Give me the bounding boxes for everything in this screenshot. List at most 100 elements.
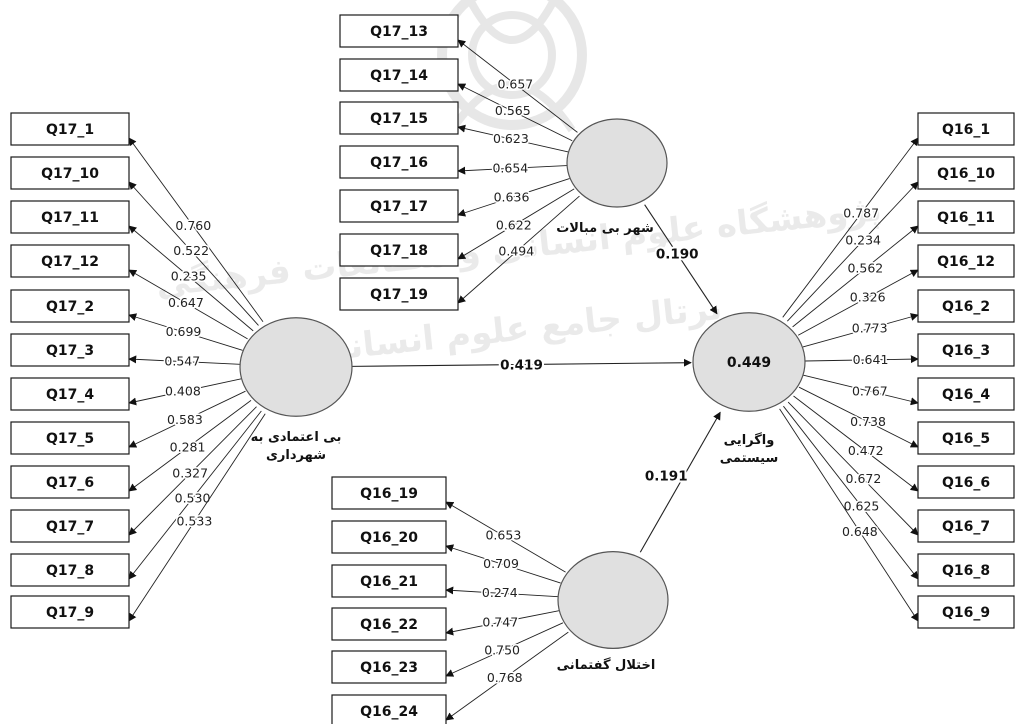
path-city-divergence-arrow xyxy=(644,204,718,315)
latent-distrust-municipality-circle xyxy=(239,317,353,417)
watermark: پژوهشگاه علوم انسانی و مطالعات فرهنگی پر… xyxy=(154,0,884,370)
indicator-q17-5: Q17_5 xyxy=(10,421,130,455)
indicator-box xyxy=(917,509,1015,543)
indicator-box xyxy=(331,607,447,641)
indicator-box xyxy=(10,333,130,367)
loading-label: 0.709 xyxy=(483,556,519,571)
indicator-box xyxy=(10,377,130,411)
indicator-q16-6: Q16_6 xyxy=(917,465,1015,499)
indicator-q16-11: Q16_11 xyxy=(917,200,1015,234)
loading-arrow xyxy=(128,400,252,492)
loading-arrow xyxy=(783,405,919,580)
path-discourse-divergence-coefficient: 0.191 xyxy=(645,468,688,484)
latent-system-divergence-circle xyxy=(692,312,806,412)
loading-label: 0.641 xyxy=(853,352,889,367)
indicator-q16-20: Q16_20 xyxy=(331,520,447,554)
loading-label: 0.281 xyxy=(170,440,206,455)
indicator-box xyxy=(917,595,1015,629)
loading-arrows: 0.7600.5220.2350.6470.6990.5470.4080.583… xyxy=(128,39,919,721)
indicator-label: Q17_11 xyxy=(41,210,99,226)
indicator-box xyxy=(917,553,1015,587)
indicator-box xyxy=(339,101,459,135)
indicator-label: Q17_17 xyxy=(370,199,428,215)
indicator-box xyxy=(917,200,1015,234)
indicator-q17-3: Q17_3 xyxy=(10,333,130,367)
latent-city-indifference: شهر بی مبالات xyxy=(556,118,668,236)
indicator-label: Q17_15 xyxy=(370,111,428,127)
path-distrust-divergence-arrow xyxy=(351,358,692,367)
indicator-box xyxy=(331,650,447,684)
indicator-label: Q16_3 xyxy=(942,343,990,359)
indicator-q16-2: Q16_2 xyxy=(917,289,1015,323)
indicator-box xyxy=(10,595,130,629)
latent-discourse-disorder-circle xyxy=(557,550,669,649)
latent-city-indifference-label: شهر بی مبالات xyxy=(556,221,654,236)
indicator-label: Q16_22 xyxy=(360,617,418,633)
indicator-box xyxy=(339,58,459,92)
loading-arrow xyxy=(128,378,242,406)
indicator-boxes: Q17_1Q17_10Q17_11Q17_12Q17_2Q17_3Q17_4Q1… xyxy=(10,14,1015,724)
indicator-box xyxy=(339,233,459,267)
path-discourse-divergence-arrow xyxy=(639,411,721,553)
loading-arrow xyxy=(793,395,919,492)
loading-arrow xyxy=(445,622,564,677)
loading-arrow xyxy=(445,544,561,584)
latent-discourse-disorder-label: اختلال گفتمانی xyxy=(557,657,656,673)
loading-label: 0.738 xyxy=(850,414,886,429)
loading-label: 0.760 xyxy=(175,218,211,233)
loading-arrow xyxy=(457,39,578,133)
indicator-box xyxy=(339,14,459,48)
indicator-q17-2: Q17_2 xyxy=(10,289,130,323)
loading-arrow xyxy=(457,195,580,304)
indicator-box xyxy=(10,244,130,278)
loading-label: 0.657 xyxy=(497,76,533,91)
latent-distrust-municipality-label: شهرداری xyxy=(266,448,326,463)
loading-label: 0.636 xyxy=(494,190,530,205)
indicator-q17-9: Q17_9 xyxy=(10,595,130,629)
indicator-box xyxy=(917,465,1015,499)
loading-label: 0.235 xyxy=(171,268,207,283)
loading-label: 0.654 xyxy=(492,160,528,175)
loading-label: 0.547 xyxy=(164,354,200,369)
indicator-box xyxy=(331,564,447,598)
loading-label: 0.565 xyxy=(495,103,531,118)
indicator-label: Q16_10 xyxy=(937,166,995,182)
indicator-label: Q16_8 xyxy=(942,563,990,579)
indicator-box xyxy=(917,156,1015,190)
loading-arrow xyxy=(457,83,573,142)
loading-arrow xyxy=(797,269,919,336)
indicator-label: Q17_14 xyxy=(370,68,428,84)
loading-arrow xyxy=(128,313,243,351)
indicator-q17-6: Q17_6 xyxy=(10,465,130,499)
loading-label: 0.623 xyxy=(493,131,529,146)
loading-label: 0.274 xyxy=(482,585,518,600)
loading-arrow xyxy=(787,401,919,536)
indicator-q17-7: Q17_7 xyxy=(10,509,130,543)
indicator-q17-14: Q17_14 xyxy=(339,58,459,92)
loading-label: 0.647 xyxy=(168,295,204,310)
latent-distrust-municipality-label: بی اعتمادی به xyxy=(251,430,342,445)
loading-label: 0.533 xyxy=(176,514,212,529)
loading-label: 0.326 xyxy=(850,289,886,304)
loading-label: 0.472 xyxy=(848,443,884,458)
latent-system-divergence-label: واگرایی xyxy=(724,432,775,448)
indicator-q16-22: Q16_22 xyxy=(331,607,447,641)
indicator-label: Q16_7 xyxy=(942,519,990,535)
indicator-label: Q16_24 xyxy=(360,704,418,720)
loading-arrow xyxy=(798,386,919,448)
indicator-q16-1: Q16_1 xyxy=(917,112,1015,146)
watermark-emblem xyxy=(437,0,587,133)
indicator-box xyxy=(10,509,130,543)
loading-arrow xyxy=(128,406,257,536)
indicator-q16-4: Q16_4 xyxy=(917,377,1015,411)
indicator-q16-5: Q16_5 xyxy=(917,421,1015,455)
indicator-box xyxy=(917,377,1015,411)
indicator-box xyxy=(331,694,447,724)
loading-label: 0.699 xyxy=(166,324,202,339)
indicator-label: Q16_2 xyxy=(942,299,990,315)
loading-label: 0.653 xyxy=(485,528,521,543)
loading-arrow xyxy=(128,137,264,323)
